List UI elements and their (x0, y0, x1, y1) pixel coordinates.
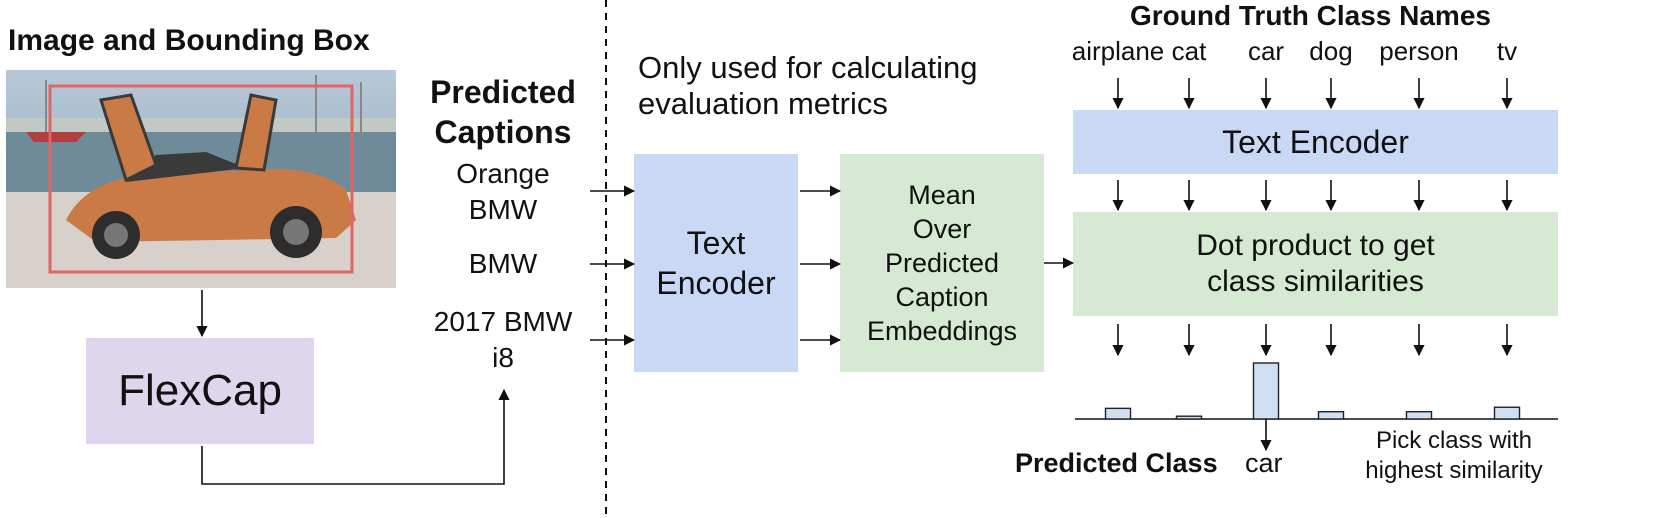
class-name-tv: tv (1496, 36, 1518, 66)
pick-class-note-line1: Pick class with (1375, 427, 1533, 454)
predicted-class-value: car (1245, 448, 1283, 478)
class-name-cat: cat (1171, 36, 1207, 66)
bounding-box (48, 84, 354, 274)
mean-embeddings-box: Mean Over Predicted Caption Embeddings (840, 154, 1044, 372)
caption-line: 2017 BMW (433, 306, 573, 337)
caption-item: Orange BMW (413, 156, 593, 228)
caption-line: i8 (492, 342, 514, 373)
similarity-bar-person (1405, 411, 1433, 420)
caption-text-encoder-box: Text Encoder (634, 154, 798, 372)
similarity-bar-car (1252, 362, 1280, 420)
dot-product-line2: class similarities (1207, 265, 1424, 298)
class-name-person: person (1379, 36, 1459, 66)
predicted-captions-heading-line1: Predicted (430, 74, 576, 110)
caption-item: BMW (413, 246, 593, 282)
similarity-bar-cat (1175, 415, 1203, 420)
caption-line: BMW (468, 194, 538, 225)
car-photo (6, 70, 396, 288)
evaluation-note-line2: evaluation metrics (638, 86, 888, 121)
car-photo-illustration (6, 75, 396, 288)
dot-product-box: Dot product to get class similarities (1073, 212, 1558, 316)
caption-item: 2017 BMW i8 (413, 304, 593, 376)
arrow-flexcap-to-captions (201, 388, 510, 485)
caption-text-encoder-line2: Encoder (656, 265, 776, 301)
flexcap-label: FlexCap (118, 366, 282, 415)
mean-line: Caption (895, 282, 989, 312)
mean-line: Embeddings (866, 316, 1018, 346)
mean-line: Predicted (884, 248, 1000, 278)
similarity-bar-tv (1493, 406, 1521, 420)
caption-line: Orange (456, 158, 550, 189)
similarity-bar-dog (1317, 411, 1345, 420)
predicted-class-label: Predicted Class (1015, 448, 1218, 478)
class-text-encoder-label: Text Encoder (1222, 123, 1409, 160)
pick-class-note-line2: highest similarity (1365, 457, 1543, 484)
predicted-captions-heading-line2: Captions (434, 114, 572, 150)
caption-line: BMW (468, 248, 538, 279)
similarity-bar-airplane (1104, 407, 1132, 420)
evaluation-note: Only used for calculating evaluation met… (638, 50, 977, 122)
class-name-car: car (1247, 36, 1285, 66)
predicted-captions-heading: Predicted Captions (412, 72, 594, 152)
pick-class-note: Pick class with highest similarity (1354, 426, 1554, 486)
caption-text-encoder-line1: Text (686, 225, 746, 261)
evaluation-note-line1: Only used for calculating (638, 50, 978, 85)
class-name-dog: dog (1309, 36, 1353, 66)
mean-line: Over (912, 214, 972, 244)
image-section-heading: Image and Bounding Box (8, 24, 370, 57)
flexcap-box: FlexCap (86, 338, 314, 444)
dot-product-line1: Dot product to get (1196, 229, 1435, 262)
class-name-airplane: airplane (1071, 36, 1165, 66)
class-text-encoder-box: Text Encoder (1073, 110, 1558, 174)
mean-line: Mean (908, 180, 976, 210)
ground-truth-heading: Ground Truth Class Names (1130, 0, 1491, 31)
